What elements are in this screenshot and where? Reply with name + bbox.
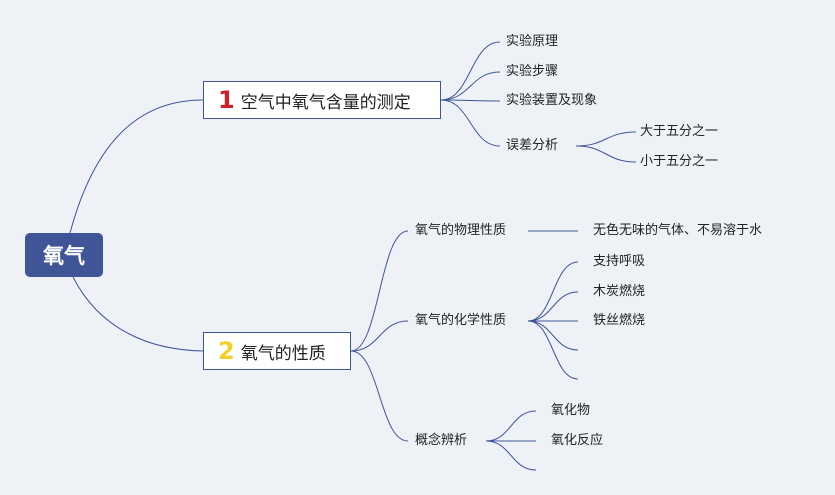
node-supports-respiration[interactable]: 支持呼吸 bbox=[593, 254, 646, 269]
node-experiment-steps[interactable]: 实验步骤 bbox=[506, 64, 559, 79]
connector-less bbox=[575, 145, 637, 163]
node-oxide[interactable]: 氧化物 bbox=[551, 403, 591, 418]
connector-respiration bbox=[527, 261, 579, 322]
connector-empty-2 bbox=[527, 320, 579, 380]
node-oxidation-reaction[interactable]: 氧化反应 bbox=[551, 433, 604, 448]
node-iron-wire-combustion[interactable]: 铁丝燃烧 bbox=[593, 313, 646, 328]
topic-oxygen-properties[interactable]: 2 氧气的性质 bbox=[203, 332, 351, 370]
connector-empty-3 bbox=[485, 440, 537, 471]
topic-number-2: 2 bbox=[218, 337, 235, 365]
connector-error bbox=[440, 99, 501, 147]
topic-label: 氧气的性质 bbox=[240, 343, 326, 364]
node-physical-properties[interactable]: 氧气的物理性质 bbox=[415, 223, 507, 238]
connector-steps bbox=[440, 71, 501, 101]
topic-label: 空气中氧气含量的测定 bbox=[240, 92, 411, 113]
root-node[interactable]: 氧气 bbox=[25, 233, 103, 277]
node-chemical-properties[interactable]: 氧气的化学性质 bbox=[415, 313, 507, 328]
connector-physical bbox=[350, 230, 409, 352]
node-charcoal-combustion[interactable]: 木炭燃烧 bbox=[593, 284, 646, 299]
node-concept-discrimination[interactable]: 概念辨析 bbox=[415, 433, 468, 448]
connector-empty-1 bbox=[527, 320, 579, 351]
node-experiment-principle[interactable]: 实验原理 bbox=[506, 34, 559, 49]
node-physical-description[interactable]: 无色无味的气体、不易溶于水 bbox=[593, 223, 763, 238]
connector-oxide bbox=[485, 410, 537, 442]
node-less-than-one-fifth[interactable]: 小于五分之一 bbox=[640, 154, 719, 169]
root-label: 氧气 bbox=[43, 244, 85, 268]
topic-number-1: 1 bbox=[218, 86, 235, 114]
connector-concept bbox=[350, 350, 409, 442]
connector-charcoal bbox=[527, 291, 579, 322]
connector-apparatus bbox=[440, 99, 501, 102]
node-greater-than-one-fifth[interactable]: 大于五分之一 bbox=[640, 124, 719, 139]
connector-chemical bbox=[350, 320, 409, 352]
connector-principle bbox=[440, 41, 501, 101]
connector-greater bbox=[575, 131, 637, 147]
connector-root-topic1 bbox=[69, 99, 204, 234]
topic-oxygen-content-measurement[interactable]: 1 空气中氧气含量的测定 bbox=[203, 81, 441, 119]
node-experiment-apparatus[interactable]: 实验装置及现象 bbox=[506, 93, 598, 108]
connector-root-topic2 bbox=[72, 276, 204, 352]
node-error-analysis[interactable]: 误差分析 bbox=[506, 138, 559, 153]
